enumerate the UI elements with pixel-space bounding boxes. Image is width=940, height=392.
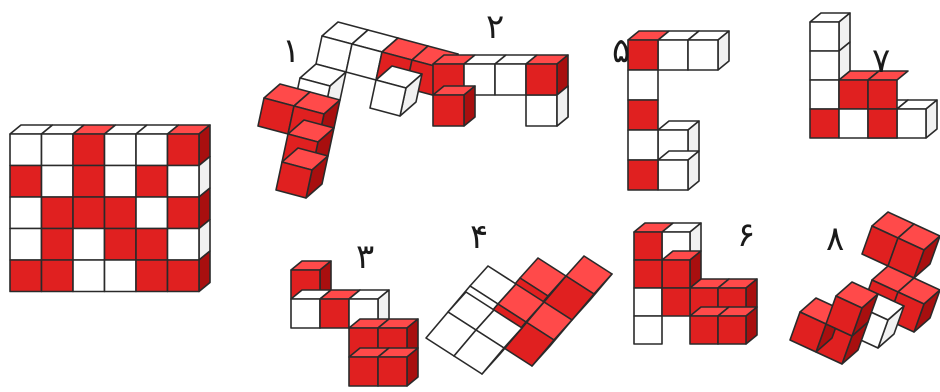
piece-2-label: ۲ — [486, 7, 504, 47]
cube-front-face — [634, 316, 662, 344]
cube-front-face — [634, 260, 662, 288]
piece-5 — [628, 31, 729, 190]
block-front-cell — [42, 134, 74, 166]
cube-front-face — [378, 357, 407, 386]
cube-front-face — [662, 288, 690, 316]
block-front-cell — [105, 229, 137, 261]
piece-1-label: ۱ — [282, 31, 300, 71]
cube-front-face — [868, 109, 897, 138]
piece-2 — [433, 55, 568, 126]
cube-front-face — [810, 51, 839, 80]
block-front-cell — [73, 197, 105, 229]
block-front-cell — [136, 197, 168, 229]
piece-4 — [426, 256, 612, 374]
cube-front-face — [320, 299, 349, 328]
cube-front-face — [662, 260, 690, 288]
block-front-cell — [73, 166, 105, 198]
piece-8-label: ۸ — [826, 219, 844, 259]
block-front-cell — [136, 229, 168, 261]
cube-front-face — [897, 109, 926, 138]
cube-front-face — [526, 95, 557, 126]
cube-front-face — [688, 40, 718, 70]
assembled-block — [10, 125, 210, 292]
block-front-cell — [10, 260, 42, 292]
cube-front-face — [349, 357, 378, 386]
cube-front-face — [810, 109, 839, 138]
cube-front-face — [291, 299, 320, 328]
block-front-cell — [10, 229, 42, 261]
cube-front-face — [839, 109, 868, 138]
block-front-cell — [73, 134, 105, 166]
block-front-cell — [42, 166, 74, 198]
block-front-cell — [168, 166, 200, 198]
cube-front-face — [810, 80, 839, 109]
cube-front-face — [495, 64, 526, 95]
cube-front-face — [810, 22, 839, 51]
block-front-cell — [10, 166, 42, 198]
piece-7-label: ۷ — [872, 41, 890, 81]
cube-front-face — [839, 80, 868, 109]
cube-front-face — [628, 130, 658, 160]
cube-front-face — [634, 288, 662, 316]
cube-front-face — [628, 160, 658, 190]
piece-4-label: ۴ — [470, 217, 488, 257]
block-front-cell — [136, 134, 168, 166]
cube-front-face — [526, 64, 557, 95]
cube-front-face — [628, 40, 658, 70]
block-front-cell — [168, 197, 200, 229]
block-front-cell — [168, 134, 200, 166]
cube-front-face — [628, 100, 658, 130]
piece-5-label: ۵ — [612, 31, 630, 71]
cube-front-face — [433, 95, 464, 126]
block-front-cell — [10, 134, 42, 166]
cube-front-face — [628, 70, 658, 100]
cube-front-face — [718, 316, 746, 344]
piece-3 — [291, 261, 418, 386]
block-front-cell — [73, 260, 105, 292]
block-front-cell — [105, 134, 137, 166]
piece-8 — [790, 212, 940, 364]
block-front-cell — [42, 229, 74, 261]
block-front-cell — [105, 197, 137, 229]
piece-3-label: ۳ — [356, 237, 374, 277]
block-front-cell — [136, 166, 168, 198]
block-front-cell — [105, 260, 137, 292]
block-front-cell — [73, 229, 105, 261]
block-front-cell — [105, 166, 137, 198]
block-front-cell — [168, 260, 200, 292]
piece-6-label: ۶ — [737, 215, 755, 255]
cube-front-face — [658, 160, 688, 190]
cube-front-face — [868, 80, 897, 109]
cube-front-face — [634, 232, 662, 260]
block-front-cell — [10, 197, 42, 229]
block-front-cell — [42, 260, 74, 292]
cube-front-face — [658, 40, 688, 70]
cube-front-face — [690, 316, 718, 344]
block-front-cell — [136, 260, 168, 292]
block-front-cell — [168, 229, 200, 261]
block-front-cell — [42, 197, 74, 229]
